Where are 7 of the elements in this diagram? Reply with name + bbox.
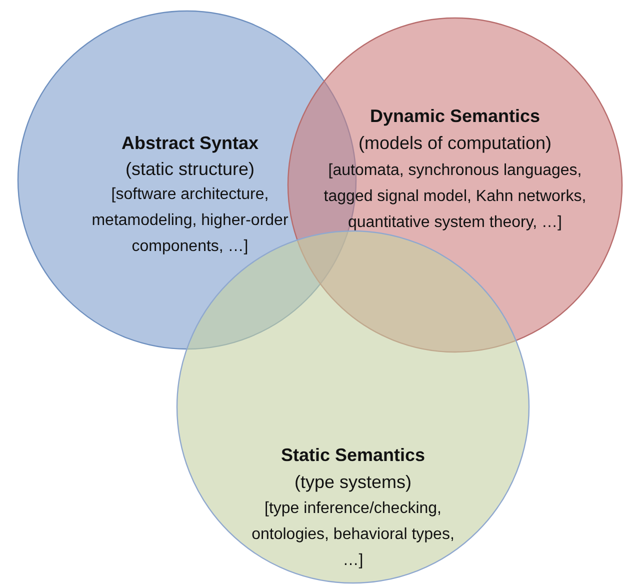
- subheading: (static structure): [125, 158, 255, 181]
- heading: Abstract Syntax: [121, 132, 259, 155]
- heading: Static Semantics: [280, 444, 426, 467]
- subheading: (models of computation): [358, 132, 552, 155]
- heading: Dynamic Semantics: [370, 105, 540, 128]
- subheading: (type systems): [294, 471, 412, 494]
- topic-list: [type inference/checking, ontologies, behavioral types, …]: [243, 496, 463, 574]
